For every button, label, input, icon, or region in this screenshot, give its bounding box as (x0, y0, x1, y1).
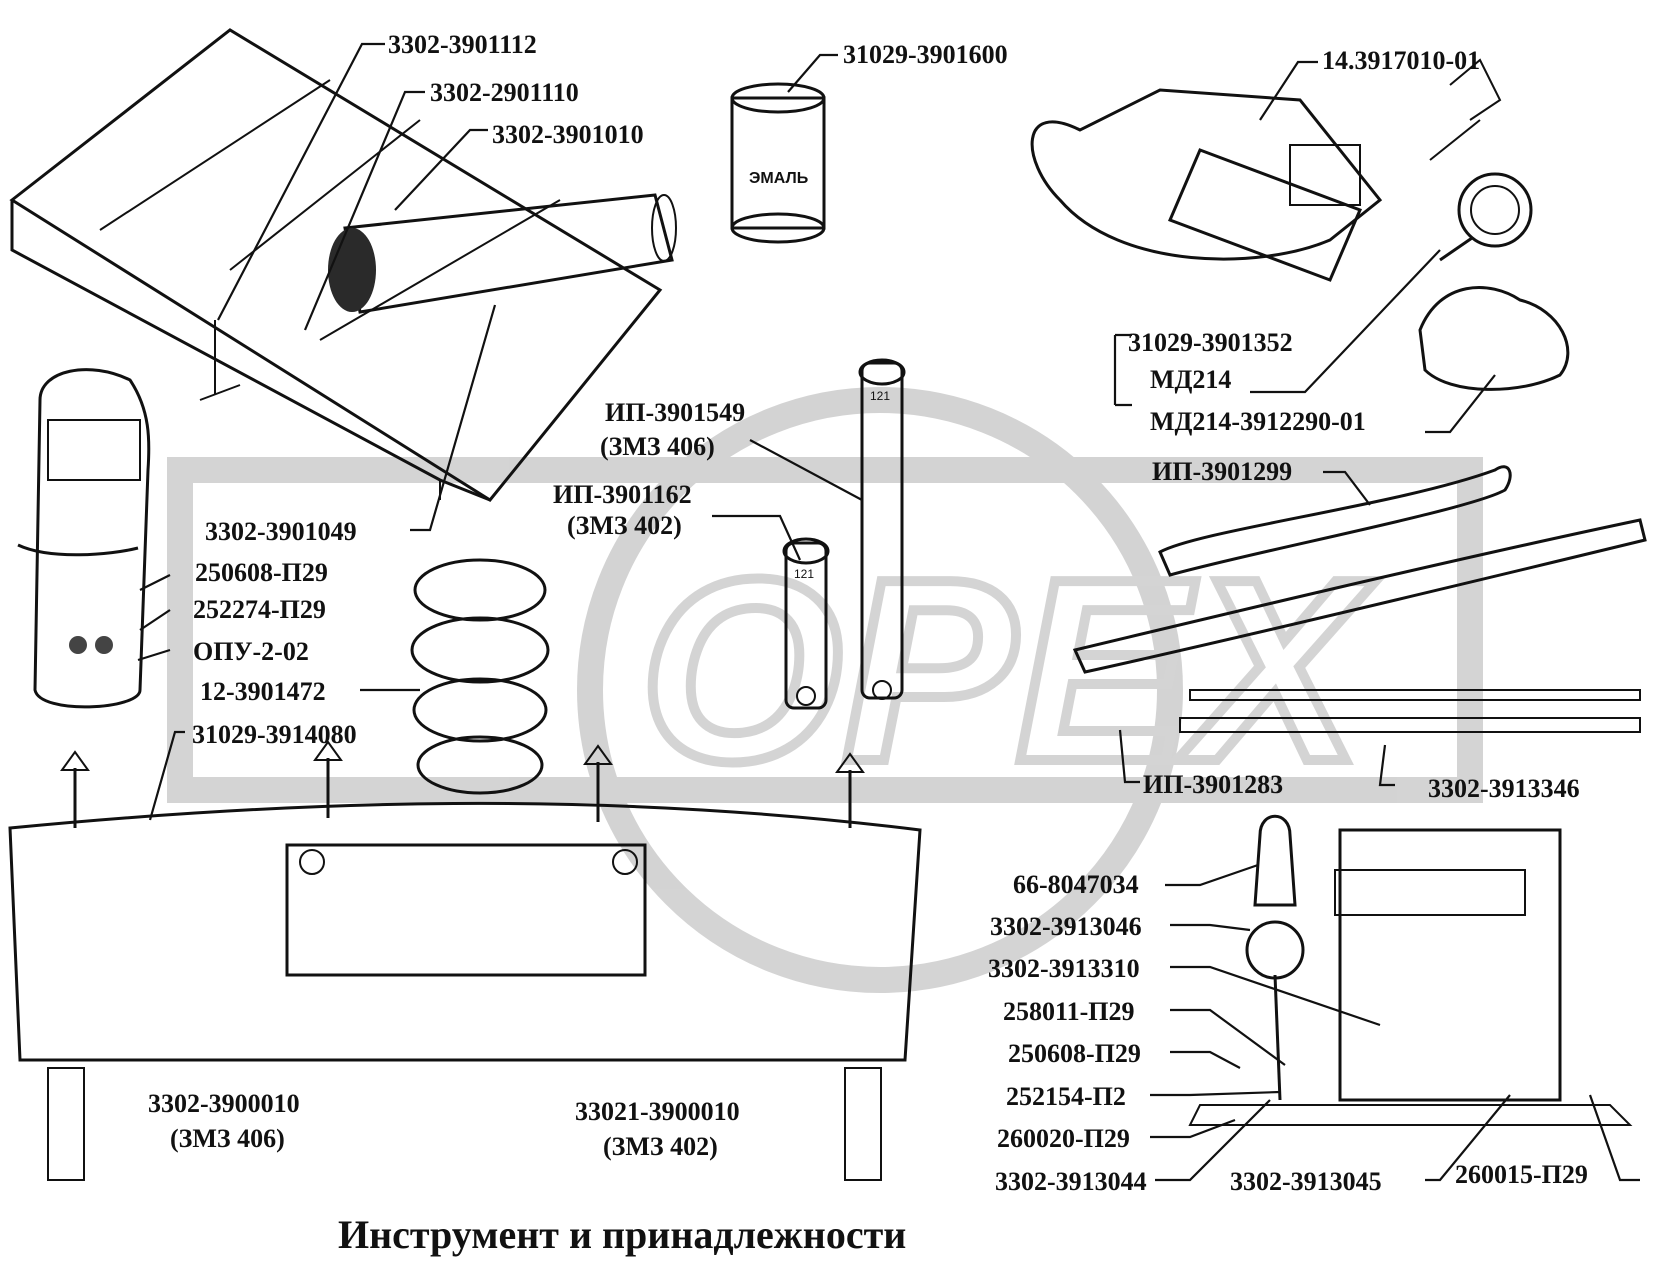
jack-handle-rods-illustration (1179, 689, 1641, 733)
label-252274-p29: 252274-П29 (193, 595, 326, 624)
label-3302-3901049: 3302-3901049 (205, 517, 357, 546)
label-31029-3914080: 31029-3914080 (192, 720, 357, 749)
label-3302-3913346: 3302-3913346 (1428, 774, 1580, 803)
enamel-can-label: ЭМАЛЬ (749, 170, 808, 187)
label-33021-3900010: 33021-3900010 (575, 1097, 740, 1126)
coil-spring-illustration (410, 558, 550, 795)
label-3302-3913044: 3302-3913044 (995, 1167, 1147, 1196)
tire-lever-short-illustration (1158, 465, 1512, 577)
watermark-text: OPEX (640, 526, 1376, 816)
label-ip-3901162: ИП-3901162 (553, 480, 692, 509)
page-title: Инструмент и принадлежности (338, 1212, 906, 1257)
label-3302-3913045: 3302-3913045 (1230, 1167, 1382, 1196)
label-66-8047034: 66-8047034 (1013, 870, 1139, 899)
label-3302-3900010: 3302-3900010 (148, 1089, 300, 1118)
tire-gauge-illustration (1439, 172, 1533, 262)
label-252154-p2: 252154-П2 (1006, 1082, 1126, 1111)
foot-pump-illustration (1030, 58, 1502, 282)
label-3302-3901010: 3302-3901010 (492, 120, 644, 149)
socket-size-long: 121 (870, 389, 890, 403)
label-zmz-402-kit: (ЗМЗ 402) (603, 1132, 718, 1161)
leader-lines (137, 42, 1640, 1182)
tool-roll-illustration (328, 193, 677, 314)
watermark-gear-logo: OPEX (167, 387, 1483, 993)
socket-size-short: 121 (794, 567, 814, 581)
socket-wrench-short-illustration: 121 (782, 537, 830, 710)
label-260020-p29: 260020-П29 (997, 1124, 1130, 1153)
label-250608-p29-jack: 250608-П29 (1008, 1039, 1141, 1068)
label-3302-2901110: 3302-2901110 (430, 78, 579, 107)
label-ip-3901299: ИП-3901299 (1152, 457, 1292, 486)
rubber-caps-illustration (1418, 286, 1570, 391)
label-12-3901472: 12-3901472 (200, 677, 326, 706)
label-opu-2-02: ОПУ-2-02 (193, 637, 309, 666)
label-md214: МД214 (1150, 365, 1231, 394)
label-3302-3901112: 3302-3901112 (388, 30, 537, 59)
hydraulic-jack-illustration (1188, 814, 1633, 1126)
label-3302-3913046: 3302-3913046 (990, 912, 1142, 941)
part-labels: 3302-3901112 3302-2901110 3302-3901010 3… (148, 30, 1588, 1196)
label-14-3917010-01: 14.3917010-01 (1322, 46, 1480, 75)
tool-bag-illustration (9, 28, 663, 502)
label-260015-p29: 260015-П29 (1455, 1160, 1588, 1189)
fire-extinguisher-illustration (17, 368, 151, 709)
label-258011-p29: 258011-П29 (1003, 997, 1134, 1026)
label-250608-p29-ext: 250608-П29 (195, 558, 328, 587)
label-ip-3901549: ИП-3901549 (605, 398, 745, 427)
label-ip-3901283: ИП-3901283 (1143, 770, 1283, 799)
enamel-can-illustration: ЭМАЛЬ (730, 82, 826, 244)
label-zmz-406-kit: (ЗМЗ 406) (170, 1124, 285, 1153)
label-31029-3901352: 31029-3901352 (1128, 328, 1293, 357)
label-3302-3913310: 3302-3913310 (988, 954, 1140, 983)
label-md214-3912290-01: МД214-3912290-01 (1150, 407, 1366, 436)
socket-wrench-long-illustration: 121 (858, 358, 906, 700)
label-zmz-406-socket: (ЗМЗ 406) (600, 432, 715, 461)
label-zmz-402-socket: (ЗМЗ 402) (567, 511, 682, 540)
tire-lever-long-illustration (1072, 518, 1647, 674)
label-31029-3901600: 31029-3901600 (843, 40, 1008, 69)
